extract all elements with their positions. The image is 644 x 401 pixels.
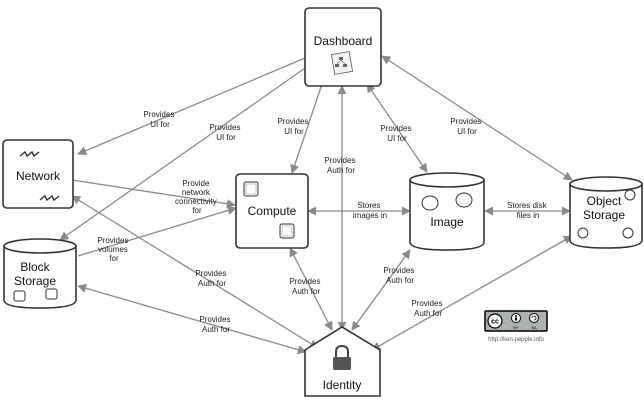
network-box [2, 139, 74, 209]
edge-object-identity [371, 235, 573, 351]
compute-instance-icon [243, 181, 259, 197]
label-image-identity: Provides Auth for [383, 266, 416, 285]
label-block-compute: Provides volumes for [97, 236, 130, 263]
sa-icon [529, 313, 539, 323]
edge-dashboard-network [77, 57, 306, 156]
identity-label: Identity [323, 378, 362, 392]
label-dashboard-identity: Provides Auth for [324, 156, 357, 175]
label-image-compute: Stores images in [353, 201, 387, 220]
object-storage-object-icon [624, 189, 636, 201]
edges [59, 55, 573, 355]
object-storage-label-1: Object [587, 194, 622, 208]
object-storage-object-icon-3 [622, 227, 634, 239]
edge-image-identity [351, 249, 411, 331]
license-badge[interactable]: cc BY SA http://ken.pepple.info [484, 310, 548, 343]
cc-icon-text: cc [491, 319, 499, 326]
node-block-storage[interactable]: Block Storage [3, 238, 77, 309]
edge-dashboard-object-storage [381, 55, 573, 181]
label-dashboard-block-storage: Provides UI for [209, 123, 242, 142]
compute-label: Compute [248, 204, 297, 218]
lock-icon [333, 344, 351, 370]
edge-labels: Provides UI for Provides UI for Provides… [97, 110, 549, 334]
block-storage-label-1: Block [20, 260, 50, 274]
object-storage-object-icon-2 [577, 227, 589, 239]
compute-instance-icon-2 [279, 223, 295, 239]
network-label: Network [16, 169, 61, 183]
node-compute[interactable]: Compute [235, 173, 309, 249]
label-network-identity: Provides Auth for [195, 269, 228, 288]
dashboard-icon [330, 51, 354, 75]
node-dashboard[interactable]: Dashboard [304, 7, 382, 87]
edge-dashboard-compute [290, 83, 323, 174]
edge-block-identity [77, 283, 307, 355]
object-storage-cylinder-top [569, 176, 643, 192]
dashboard-label: Dashboard [314, 34, 373, 48]
label-dashboard-network: Provides UI for [143, 110, 176, 129]
license-url[interactable]: http://ken.pepple.info [488, 337, 544, 343]
image-disk-icon [421, 195, 439, 211]
node-object-storage[interactable]: Object Storage [569, 176, 643, 249]
label-compute-identity: Provides Auth for [289, 277, 322, 296]
label-dashboard-compute: Provides UI for [277, 117, 310, 136]
node-image[interactable]: Image [409, 172, 485, 251]
image-disk-icon-2 [455, 192, 473, 208]
cc-icon [487, 313, 503, 329]
network-lightning-icon [19, 150, 40, 158]
image-cylinder-top [409, 172, 485, 188]
block-storage-cylinder-top [3, 238, 77, 254]
label-dashboard-image: Provides UI for [380, 124, 413, 143]
sa-label: SA [531, 325, 537, 330]
label-object-image: Stores disk files in [507, 201, 549, 220]
label-block-identity: Provides Auth for [199, 315, 232, 334]
label-dashboard-object-storage: Provides UI for [450, 117, 483, 136]
label-network-compute: Provide network connectivity for [175, 179, 219, 215]
node-network[interactable]: Network [2, 139, 74, 209]
by-label: BY [513, 325, 519, 330]
node-identity[interactable]: Identity [304, 326, 381, 397]
edge-compute-identity [289, 247, 333, 331]
network-lightning-icon-2 [39, 194, 60, 202]
label-object-identity: Provides Auth for [411, 299, 444, 318]
block-storage-disk-icon [13, 290, 26, 302]
block-storage-disk-icon-2 [45, 288, 58, 300]
dashboard-box [304, 7, 382, 87]
image-label: Image [430, 215, 464, 229]
block-storage-label-2: Storage [14, 274, 56, 288]
object-storage-label-2: Storage [583, 208, 625, 222]
